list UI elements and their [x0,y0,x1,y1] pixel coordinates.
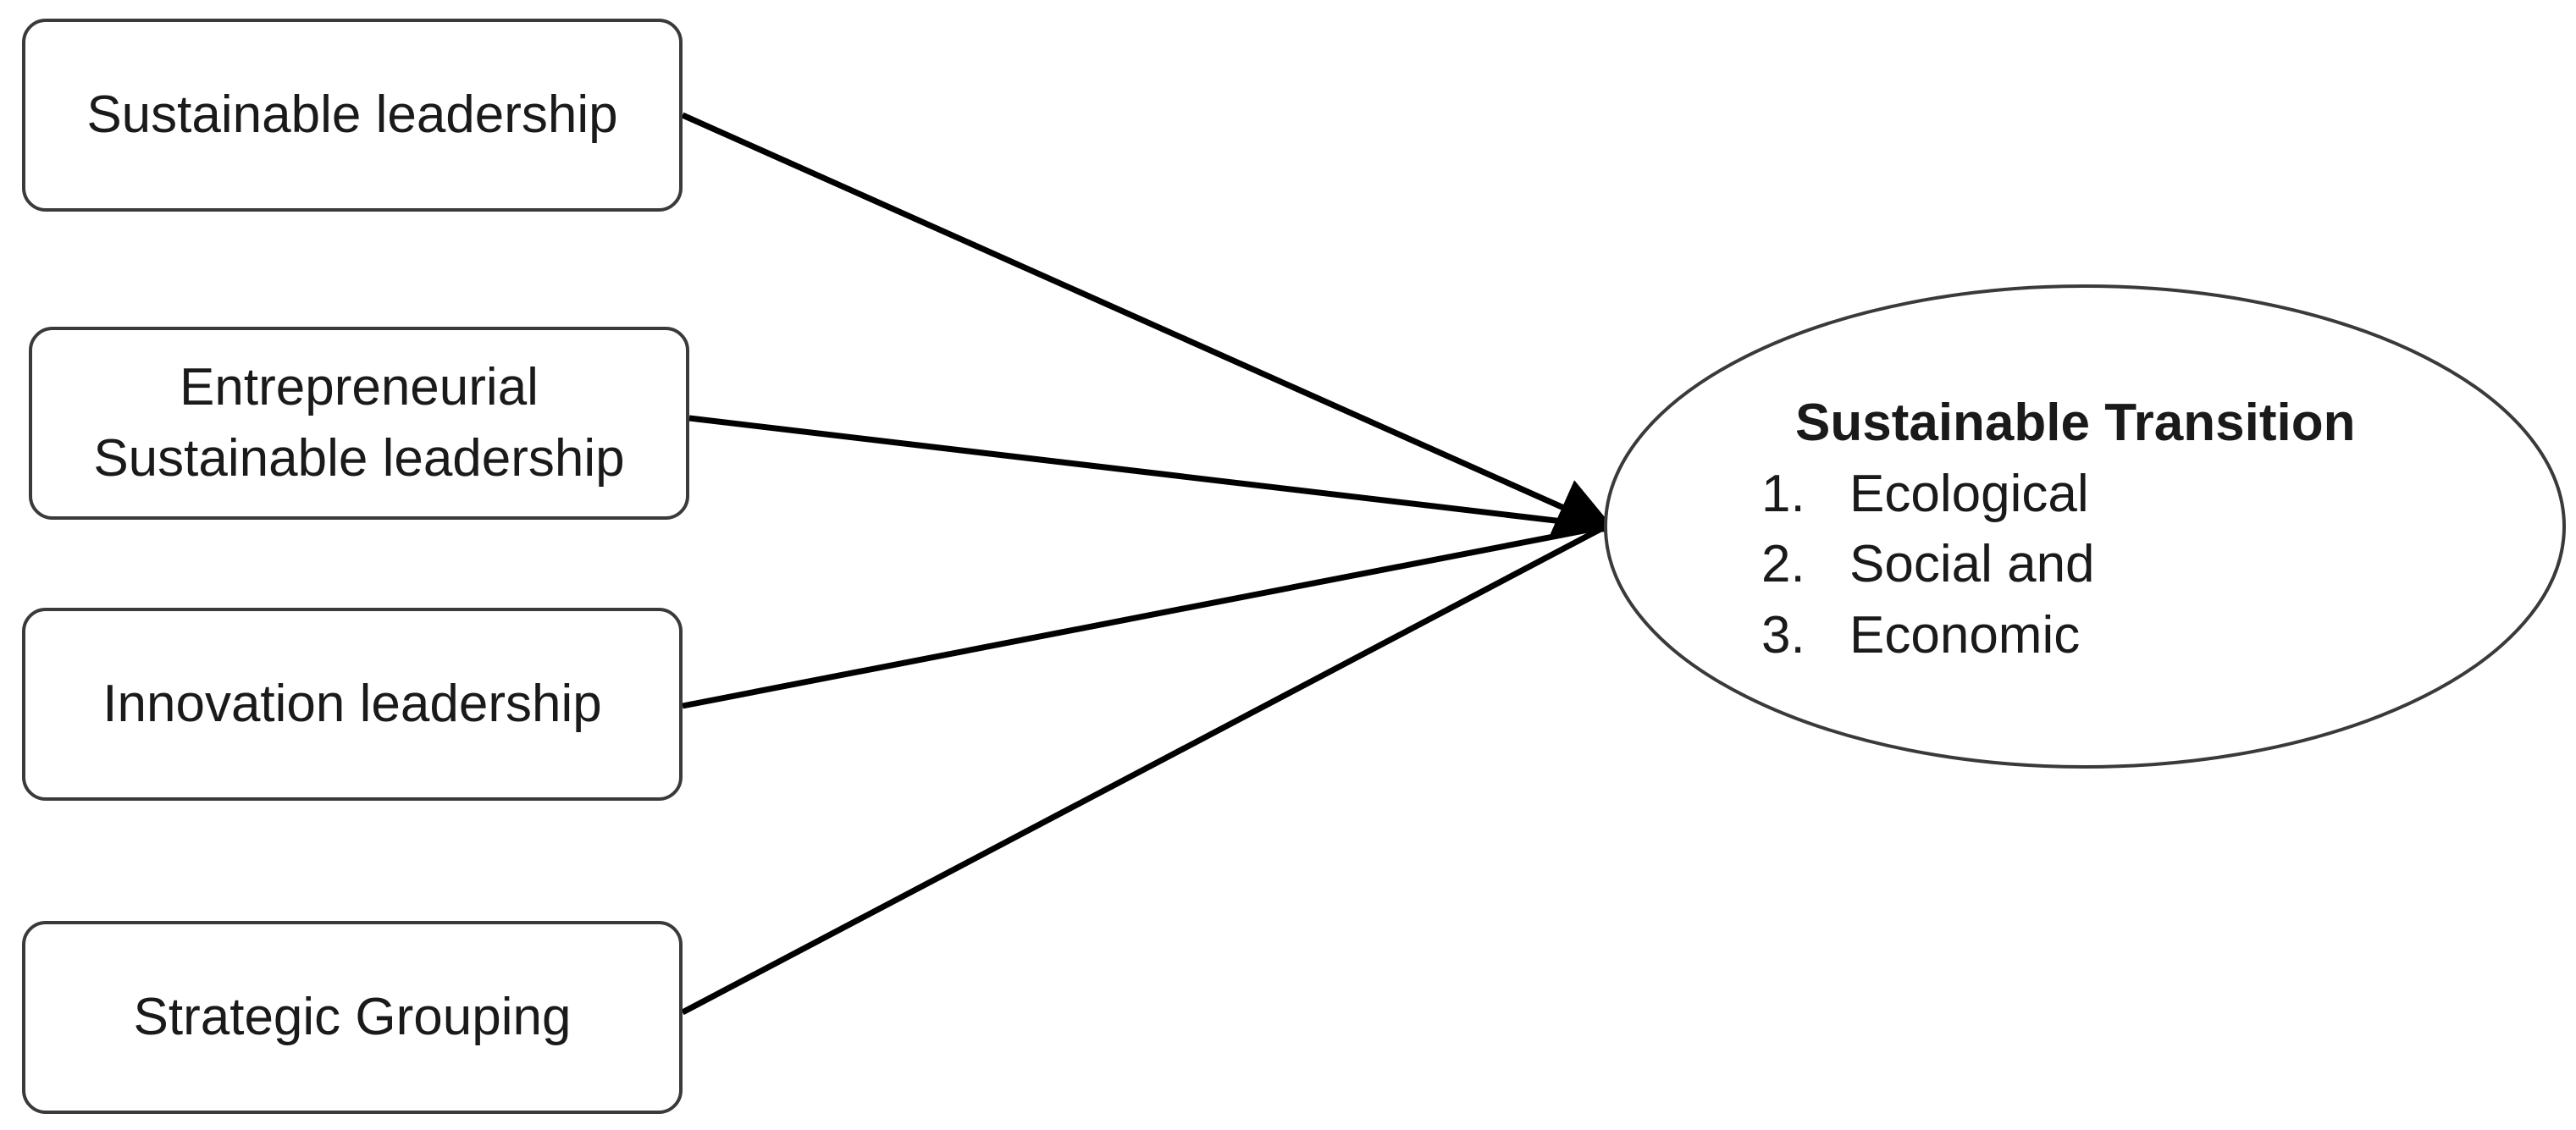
sustainable-transition-title: Sustainable Transition [1795,394,2356,452]
arrow-strategic-grouping [681,523,1607,1016]
list-item: 3. Economic [1761,600,2456,671]
node-sustainable-leadership: Sustainable leadership [22,19,683,212]
node-label-line: Entrepreneurial [180,358,539,417]
node-entrepreneurial-sustainable-leadership: Entrepreneurial Sustainable leadership [29,327,689,520]
node-label-line: Sustainable leadership [86,85,618,145]
list-item-number: 2. [1761,535,1805,594]
node-strategic-grouping: Strategic Grouping [22,921,683,1114]
node-label-line: Strategic Grouping [133,988,572,1047]
node-label-line: Innovation leadership [102,675,602,734]
arrow-sustainable-leadership [681,112,1617,535]
list-item: 1. Ecological [1761,459,2456,530]
list-item: 2. Social and [1761,529,2456,600]
list-item-label: Social and [1849,535,2095,594]
list-item-number: 1. [1761,464,1805,523]
transition-dimensions-list: 1. Ecological 2. Social and 3. Economic [1761,459,2456,671]
arrow-entrepreneurial-sustainable-leadership [688,415,1606,530]
node-label-line: Sustainable leadership [93,429,625,488]
node-innovation-leadership: Innovation leadership [22,608,683,801]
list-item-label: Ecological [1849,464,2089,523]
sustainable-transition-content: Sustainable Transition 1. Ecological 2. … [1761,388,2456,671]
list-item-number: 3. [1761,606,1805,665]
arrow-innovation-leadership [682,523,1606,709]
sustainable-transition-ellipse [1604,284,2566,769]
list-item-label: Economic [1849,606,2081,665]
